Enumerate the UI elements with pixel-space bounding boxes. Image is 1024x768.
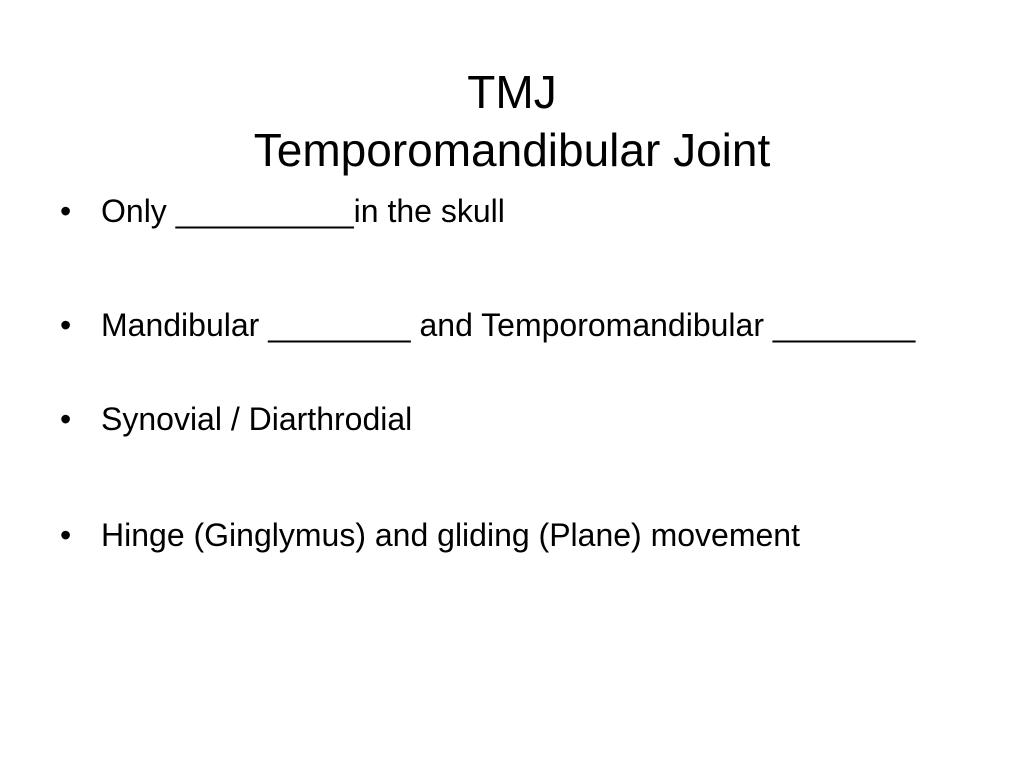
bullet-text: Only __________in the skull	[101, 193, 505, 229]
bullet-text: Mandibular ________ and Temporomandibula…	[101, 307, 916, 343]
title-acronym: TMJ	[467, 65, 557, 118]
bullet-marker: •	[60, 517, 72, 553]
bullet-text: Hinge (Ginglymus) and gliding (Plane) mo…	[101, 517, 800, 553]
bullet-marker: •	[60, 193, 72, 229]
bullet-list: • Only __________in the skull • Mandibul…	[60, 188, 960, 626]
title-full-name: Temporomandibular Joint	[253, 123, 771, 176]
bullet-item: • Only __________in the skull	[60, 188, 960, 234]
bullet-marker: •	[60, 401, 72, 437]
bullet-item: • Mandibular ________ and Temporomandibu…	[60, 302, 960, 348]
bullet-marker: •	[60, 307, 72, 343]
bullet-text: Synovial / Diarthrodial	[101, 401, 413, 437]
bullet-item: • Synovial / Diarthrodial	[60, 396, 960, 442]
slide-title: TMJ Temporomandibular Joint	[0, 63, 1024, 179]
bullet-item: • Hinge (Ginglymus) and gliding (Plane) …	[60, 512, 960, 558]
